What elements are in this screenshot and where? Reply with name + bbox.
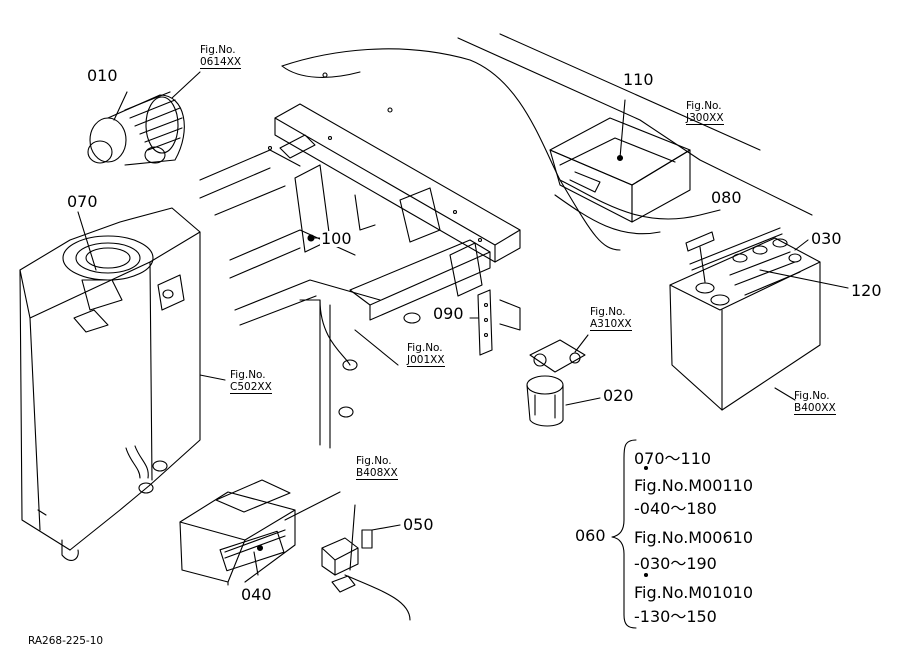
fig-ref-j300xx: Fig.No. J300XX: [686, 100, 724, 125]
part-label-030: 030: [810, 229, 843, 248]
legend-060-line-1: 070～110: [634, 449, 712, 468]
part-label-070: 070: [66, 192, 99, 211]
cabin-panel-outline: [282, 34, 812, 250]
part-label-020: 020: [602, 386, 635, 405]
part-label-080: 080: [710, 188, 743, 207]
part-label-120: 120: [850, 281, 883, 300]
relay-connector: [322, 505, 410, 620]
fig-ref-b408xx: Fig.No. B408XX: [356, 455, 398, 480]
part-label-010: 010: [86, 66, 119, 85]
chassis-frame: [200, 104, 520, 448]
drawing-code: RA268-225-10: [28, 635, 104, 647]
fig-ref-j001xx: Fig.No. J001XX: [407, 342, 445, 367]
battery: [670, 228, 848, 410]
part-label-100: 100: [320, 229, 353, 248]
fig-ref-c502xx: Fig.No. C502XX: [230, 369, 272, 394]
legend-060-line-5: -030～190: [634, 554, 717, 573]
air-cleaner: [88, 72, 200, 165]
part-label-060: 060: [574, 526, 607, 545]
legend-brace: [612, 440, 648, 628]
legend-060-line-3: -040～180: [634, 499, 717, 518]
fuel-tank: [20, 208, 225, 560]
tray-assembly: [550, 100, 690, 222]
fig-ref-b400xx: Fig.No. B400XX: [794, 390, 836, 415]
part-label-110: 110: [622, 70, 655, 89]
part-label-040: 040: [240, 585, 273, 604]
fig-ref-a310xx: Fig.No. A310XX: [590, 306, 632, 331]
legend-060-line-7: -130～150: [634, 607, 717, 626]
part-label-090: 090: [432, 304, 465, 323]
legend-060-line-4: Fig.No.M00610: [634, 528, 753, 547]
part-label-050: 050: [402, 515, 435, 534]
control-unit: [180, 480, 340, 585]
legend-060-line-2: Fig.No.M00110: [634, 476, 753, 495]
legend-060-line-6: Fig.No.M01010: [634, 583, 753, 602]
fig-ref-0614xx: Fig.No. 0614XX: [200, 44, 242, 69]
bracket-090: [470, 290, 520, 355]
fuel-filter: [527, 335, 600, 426]
